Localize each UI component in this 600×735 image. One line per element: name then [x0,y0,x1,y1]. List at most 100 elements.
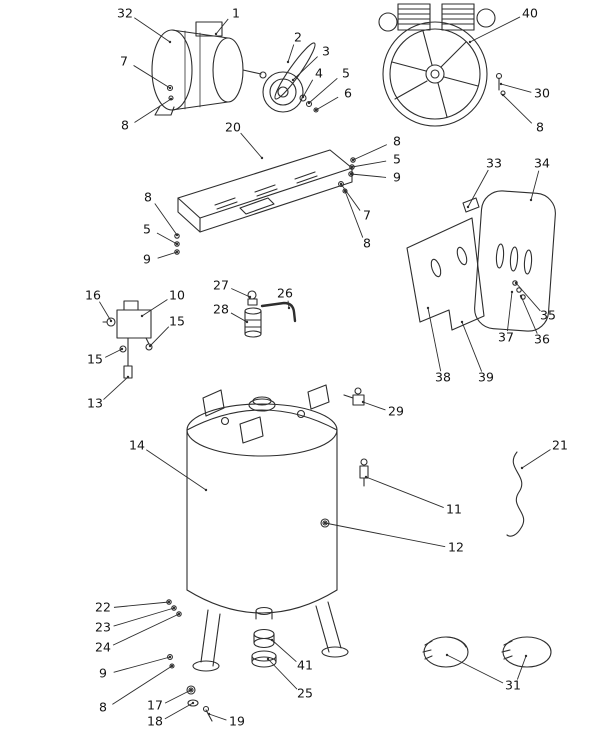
leader-line [134,98,172,123]
leader-line [208,713,227,721]
part-number: 13 [87,396,103,411]
callout-23: 23 [95,606,176,635]
leader-line [230,312,248,323]
callout-29: 29 [361,400,404,419]
leader-line [530,170,540,201]
part-number: 5 [143,222,151,237]
belt-guard-drawing [406,190,556,332]
callout-8: 8 [351,134,401,162]
leader-line [352,144,388,161]
callout-25: 25 [266,657,313,701]
leader-line [112,613,180,646]
leader-line [292,56,318,81]
callout-9: 9 [143,250,179,267]
leader-dot [167,600,171,604]
part-number: 28 [213,302,229,317]
callout-9: 9 [99,655,172,681]
callout-38: 38 [426,306,451,385]
callout-36: 36 [519,294,550,347]
part-number: 6 [344,86,352,101]
callout-10: 10 [140,288,185,318]
callout-34: 34 [529,156,550,202]
leader-dot [168,40,172,44]
part-number: 35 [540,308,556,323]
part-number: 1 [232,6,240,21]
leader-line [103,376,129,400]
part-number: 30 [534,86,550,101]
part-number: 11 [446,502,462,517]
part-number: 36 [534,332,550,347]
leader-dot [248,295,252,299]
leader-line [446,654,504,684]
callout-22: 22 [95,600,171,615]
leader-line [500,83,532,93]
leader-dot [260,156,264,160]
callout-27: 27 [213,278,252,299]
part-number: 31 [505,678,521,693]
callout-15: 15 [87,347,124,367]
callout-41: 41 [270,638,313,673]
check-valve-drawing [244,290,297,338]
part-number: 41 [297,658,313,673]
leader-line [146,449,207,491]
part-number: 19 [229,714,245,729]
leader-line [315,96,339,111]
leader-line [99,301,112,322]
callout-17: 17 [147,688,193,713]
leader-line [521,449,551,469]
ring-kit-drawing [422,636,552,668]
callout-15: 15 [148,314,185,348]
leader-dot [466,205,470,209]
leader-line [112,665,173,705]
leader-dot [207,712,211,716]
leader-dot [175,242,179,246]
part-number: 9 [393,170,401,185]
leader-line [302,79,314,98]
part-number: 29 [388,404,404,419]
leader-dot [323,521,327,525]
leader-dot [126,375,130,379]
callout-33: 33 [466,156,502,209]
leader-line [427,307,442,372]
callout-26: 26 [277,286,293,310]
leader-dot [501,93,505,97]
callout-8: 8 [121,97,173,133]
leader-dot [510,290,514,294]
leader-line [215,18,229,35]
part-number: 25 [297,686,313,701]
part-number: 24 [95,640,111,655]
motor-drawing [151,21,267,116]
part-number: 10 [169,288,185,303]
hose-drawing [506,451,525,537]
callout-39: 39 [460,320,494,385]
leader-line [461,321,483,372]
leader-line [350,173,387,178]
callout-19: 19 [207,712,245,729]
callout-31: 31 [445,653,528,693]
leader-dot [169,97,173,101]
part-number: 32 [117,6,133,21]
leader-line [113,607,175,627]
leader-line [351,160,387,168]
callout-3: 3 [291,44,330,82]
leader-line [141,299,168,317]
leader-line [157,251,178,259]
leader-line [287,44,295,63]
pressure-switch-drawing [102,300,153,379]
leader-dot [307,101,311,105]
leader-line [164,702,194,720]
part-number: 3 [322,44,330,59]
diagram-drawing [102,3,556,722]
leader-dot [349,172,353,176]
leader-dot [170,664,174,668]
part-number: 14 [129,438,145,453]
callout-35: 35 [514,281,556,323]
part-number: 8 [121,118,129,133]
leader-line [113,656,171,673]
leader-dot [168,86,172,90]
leader-dot [524,654,528,658]
leader-dot [148,344,152,348]
leader-dot [426,306,430,310]
part-number: 20 [225,120,241,135]
